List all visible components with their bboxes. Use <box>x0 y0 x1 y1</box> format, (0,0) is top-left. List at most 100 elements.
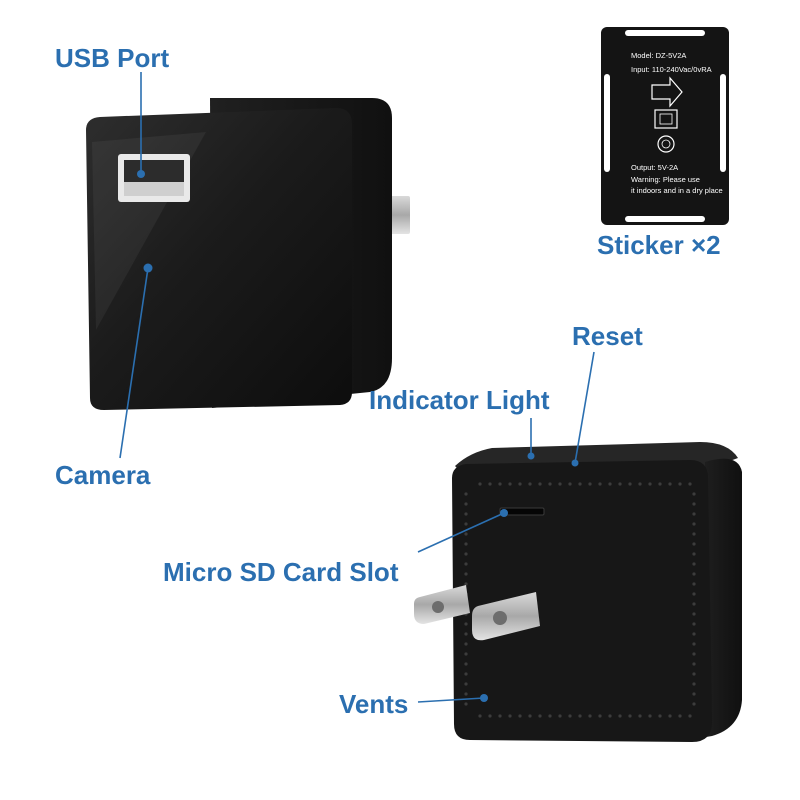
vent-hole <box>464 622 468 626</box>
vent-hole <box>648 482 652 486</box>
vent-hole <box>692 682 696 686</box>
vent-hole <box>488 714 492 718</box>
sticker-warning-line2: it indoors and in a dry place <box>631 186 723 195</box>
vent-hole <box>678 714 682 718</box>
vent-hole <box>692 592 696 596</box>
vent-hole <box>692 622 696 626</box>
vent-holes <box>464 482 696 718</box>
vent-hole <box>608 714 612 718</box>
vent-hole <box>508 714 512 718</box>
vents-dot <box>480 694 488 702</box>
vent-hole <box>464 702 468 706</box>
vent-hole <box>668 482 672 486</box>
vent-hole <box>638 482 642 486</box>
vent-hole <box>618 714 622 718</box>
vent-hole <box>608 482 612 486</box>
vent-hole <box>498 482 502 486</box>
vent-hole <box>692 612 696 616</box>
vent-hole <box>658 482 662 486</box>
vent-hole <box>464 562 468 566</box>
charger-back-face <box>452 460 712 742</box>
vent-hole <box>464 692 468 696</box>
vent-hole <box>464 552 468 556</box>
vent-hole <box>598 714 602 718</box>
charger-back-view <box>414 351 742 742</box>
square-icon <box>654 109 678 129</box>
micro-sd-dot <box>500 509 508 517</box>
vent-hole <box>464 512 468 516</box>
vent-hole <box>578 482 582 486</box>
vent-hole <box>628 714 632 718</box>
vent-hole <box>548 714 552 718</box>
vent-hole <box>478 714 482 718</box>
vent-hole <box>692 652 696 656</box>
vents-label: Vents <box>339 689 409 719</box>
vent-hole <box>488 482 492 486</box>
sticker-output-text: Output: 5V-2A <box>631 163 679 172</box>
vent-hole <box>648 714 652 718</box>
vent-hole <box>508 482 512 486</box>
usb-port-inner <box>124 160 184 182</box>
usb-port-tongue <box>124 182 184 196</box>
vent-hole <box>464 532 468 536</box>
vent-hole <box>618 482 622 486</box>
charger-front-view <box>86 72 410 459</box>
vent-hole <box>692 702 696 706</box>
vent-hole <box>464 572 468 576</box>
sticker-input-text: Input: 110-240Vac/0vRA <box>631 65 712 74</box>
vent-hole <box>678 482 682 486</box>
vent-hole <box>688 714 692 718</box>
vent-hole <box>692 532 696 536</box>
arrow-icon <box>651 76 683 108</box>
vent-hole <box>568 714 572 718</box>
camera-label: Camera <box>55 460 151 490</box>
vent-hole <box>568 482 572 486</box>
camera-lens-dot <box>143 263 153 273</box>
vent-hole <box>598 482 602 486</box>
vent-hole <box>628 482 632 486</box>
reset-leader <box>574 351 595 464</box>
vent-hole <box>692 572 696 576</box>
sticker-card <box>601 27 729 225</box>
vent-hole <box>668 714 672 718</box>
vent-hole <box>558 482 562 486</box>
camera-leader <box>119 267 149 459</box>
vent-hole <box>692 642 696 646</box>
sticker-body <box>601 27 729 225</box>
vent-hole <box>578 714 582 718</box>
vent-hole <box>498 714 502 718</box>
vent-hole <box>658 714 662 718</box>
vent-hole <box>692 512 696 516</box>
vent-hole <box>464 522 468 526</box>
vent-hole <box>692 542 696 546</box>
usb-port-label: USB Port <box>55 43 170 73</box>
vent-hole <box>692 492 696 496</box>
vent-hole <box>692 522 696 526</box>
vent-hole <box>464 682 468 686</box>
vent-hole <box>558 714 562 718</box>
circle-icon <box>657 135 675 153</box>
vent-hole <box>528 482 532 486</box>
vent-hole <box>692 582 696 586</box>
vent-hole <box>528 714 532 718</box>
indicator-light-label: Indicator Light <box>369 385 550 415</box>
vent-hole <box>478 482 482 486</box>
vent-hole <box>692 502 696 506</box>
vent-hole <box>692 662 696 666</box>
sticker-slot-left <box>604 74 610 172</box>
usb-port-dot <box>137 170 145 178</box>
sticker-slot-top <box>625 30 705 36</box>
vent-hole <box>588 482 592 486</box>
vent-hole <box>638 714 642 718</box>
vent-hole <box>538 482 542 486</box>
vent-hole <box>692 692 696 696</box>
vent-hole <box>464 542 468 546</box>
vent-hole <box>464 582 468 586</box>
vent-hole <box>518 714 522 718</box>
vent-hole <box>692 602 696 606</box>
sticker-model-text: Model: DZ-5V2A <box>631 51 687 60</box>
micro-sd-slot <box>499 507 545 516</box>
sticker-slot-right <box>720 74 726 172</box>
micro-sd-leader <box>417 512 505 553</box>
